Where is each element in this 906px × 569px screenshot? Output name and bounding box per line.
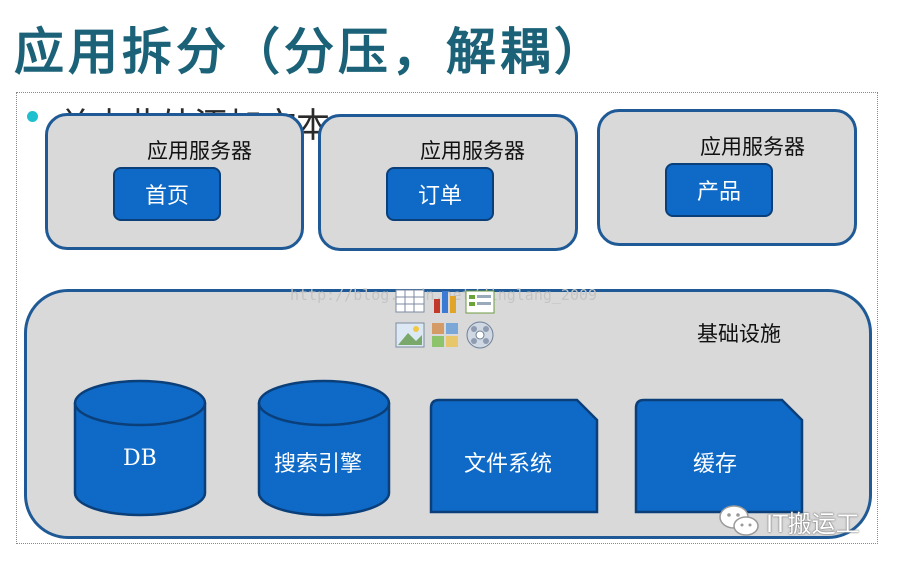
module-home: 首页 (113, 167, 221, 221)
module-product: 产品 (665, 163, 773, 217)
slide-title: 应用拆分（分压，解耦） (14, 23, 608, 81)
content-placeholder-frame[interactable] (16, 92, 878, 544)
cache-shape (634, 398, 804, 514)
insert-smartart-icon[interactable] (465, 290, 495, 314)
brand-name: IT搬运工 (766, 509, 860, 538)
insert-chart-icon[interactable] (434, 291, 456, 313)
app-server-label: 应用服务器 (147, 139, 252, 163)
wechat-icon (719, 505, 759, 536)
file-system-label: 文件系统 (464, 452, 553, 477)
db-cylinder-shape (73, 379, 207, 517)
module-order: 订单 (386, 167, 494, 221)
insert-picture-icon[interactable] (395, 322, 425, 348)
db-label: DB (123, 446, 157, 471)
search-engine-cylinder-shape (257, 379, 391, 517)
insert-clipart-icon[interactable] (432, 323, 458, 347)
app-server-label: 应用服务器 (420, 139, 525, 163)
brand-watermark: IT搬运工 (718, 503, 860, 539)
infrastructure-label: 基础设施 (697, 322, 781, 346)
search-engine-label: 搜索引擎 (274, 452, 363, 477)
bullet-dot (27, 111, 38, 122)
file-system-shape (429, 398, 599, 514)
insert-table-icon[interactable] (395, 289, 425, 313)
cache-label: 缓存 (693, 452, 738, 477)
insert-content-icons[interactable] (394, 287, 500, 353)
insert-media-icon[interactable] (466, 321, 494, 349)
app-server-label: 应用服务器 (700, 135, 805, 159)
